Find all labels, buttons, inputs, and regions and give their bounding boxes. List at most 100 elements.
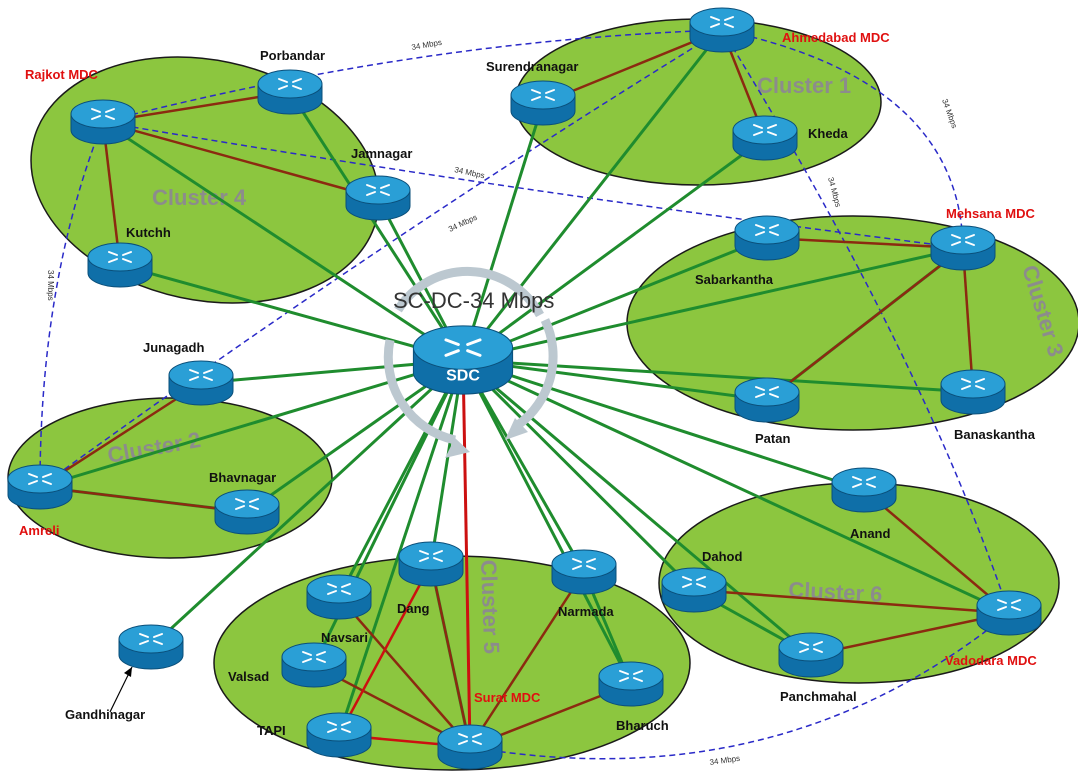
sdc-link-sabarkantha bbox=[462, 236, 768, 362]
node-label-vadodara: Vadodara MDC bbox=[945, 653, 1037, 668]
node-label-dahod: Dahod bbox=[702, 549, 743, 564]
sdc-link-ahmedabad bbox=[461, 29, 724, 361]
sdc-link-bharuch bbox=[461, 359, 633, 685]
router-icon-surat bbox=[437, 724, 503, 770]
router-icon-kutchh bbox=[87, 242, 153, 288]
sdc-link-gandhinagar bbox=[149, 358, 465, 649]
router-icon-banaskantha bbox=[940, 369, 1006, 415]
router-icon-junagadh bbox=[168, 360, 234, 406]
node-label-surat: Surat MDC bbox=[474, 690, 541, 705]
node-label-bhavnagar: Bhavnagar bbox=[209, 470, 276, 485]
router-icon-navsari bbox=[306, 574, 372, 620]
cluster-link-rajkot-kutchh bbox=[101, 121, 122, 266]
gandhinagar-pointer-arrowhead bbox=[124, 667, 132, 677]
sdc-ring-top bbox=[394, 266, 544, 318]
cluster-link-amreli-junagadh bbox=[39, 381, 202, 489]
sdc-ring-arrowhead-left bbox=[445, 438, 470, 458]
node-label-narmada: Narmada bbox=[558, 604, 614, 619]
node-label-valsad: Valsad bbox=[228, 669, 269, 684]
router-icon-dang bbox=[398, 541, 464, 587]
link-speed-label: 34 Mbps bbox=[940, 98, 959, 130]
sdc-link-rajkot bbox=[102, 120, 464, 362]
sdc-ring-right bbox=[515, 318, 558, 429]
cluster-label-c5: Cluster 5 bbox=[476, 559, 504, 654]
wan-link-ahmedabad-mehsana bbox=[721, 29, 964, 249]
router-icon-mehsana bbox=[930, 225, 996, 271]
link-speed-label: 34 Mbps bbox=[709, 754, 741, 767]
router-icon-dahod bbox=[661, 567, 727, 613]
node-label-amreli: Amreli bbox=[19, 523, 59, 538]
sdc-link-porbandar bbox=[288, 91, 465, 361]
node-label-jamnagar: Jamnagar bbox=[351, 146, 412, 161]
node-label-kutchh: Kutchh bbox=[126, 225, 171, 240]
red-link-dang-tapi bbox=[337, 563, 433, 736]
sdc-ring-left bbox=[383, 339, 457, 445]
node-label-gandhinagar: Gandhinagar bbox=[65, 707, 145, 722]
node-label-surendranagar: Surendranagar bbox=[486, 59, 578, 74]
cluster-link-amreli-bhavnagar bbox=[39, 485, 248, 514]
sdc-link-dahod bbox=[461, 358, 696, 592]
node-label-panchmahal: Panchmahal bbox=[780, 689, 857, 704]
node-label-rajkot: Rajkot MDC bbox=[25, 67, 99, 82]
cluster-link-surat-dang bbox=[429, 563, 472, 748]
sdc-link-surat bbox=[461, 359, 472, 748]
sdc-link-kheda bbox=[462, 136, 766, 362]
sdc-link-banaskantha bbox=[462, 358, 974, 394]
sdc-link-patan bbox=[462, 358, 768, 402]
router-icon-rajkot bbox=[70, 99, 136, 145]
router-icon-amreli bbox=[7, 464, 73, 510]
sdc-router-label: SDC bbox=[446, 367, 480, 384]
cluster-link-rajkot-jamnagar bbox=[102, 120, 379, 200]
router-icon-jamnagar bbox=[345, 175, 411, 221]
node-label-banaskantha: Banaskantha bbox=[954, 427, 1036, 442]
sdc-link-narmada bbox=[461, 359, 586, 573]
router-icon-sabarkantha bbox=[734, 215, 800, 261]
sdc-link-vadodara bbox=[462, 358, 1010, 615]
router-icon-tapi bbox=[306, 712, 372, 758]
router-icon-patan bbox=[734, 377, 800, 423]
wan-link-amreli-rajkot bbox=[39, 121, 104, 488]
node-label-dang: Dang bbox=[397, 601, 430, 616]
node-label-mehsana: Mehsana MDC bbox=[946, 206, 1035, 221]
sdc-link-anand bbox=[462, 358, 865, 492]
router-icon-anand bbox=[831, 467, 897, 513]
node-label-ahmedabad: Ahmedabad MDC bbox=[782, 30, 890, 45]
cluster-link-vadodara-dahod bbox=[693, 588, 1010, 615]
router-icon-panchmahal bbox=[778, 632, 844, 678]
sdc-link-mehsana bbox=[462, 246, 964, 362]
cluster-link-surat-narmada bbox=[468, 571, 586, 748]
cluster-label-c1: Cluster 1 bbox=[757, 73, 851, 98]
wan-link-surat-vadodara bbox=[469, 612, 1010, 760]
link-speed-label: 34 Mbps bbox=[826, 176, 843, 208]
sdc-link-surendranagar bbox=[461, 102, 545, 361]
node-label-patan: Patan bbox=[755, 431, 790, 446]
sdc-link-panchmahal bbox=[462, 358, 812, 657]
router-icon-porbandar bbox=[257, 69, 323, 115]
node-label-junagadh: Junagadh bbox=[143, 340, 204, 355]
link-speed-label: 34 Mbps bbox=[454, 165, 486, 180]
sdc-link-kutchh bbox=[119, 263, 464, 362]
wan-link-rajkot-ahmedabad bbox=[102, 29, 723, 123]
router-icon-sdc: SDC bbox=[412, 325, 514, 395]
cluster-link-mehsana-sabarkantha bbox=[766, 236, 964, 250]
sdc-banner-label: SC-DC-34 Mbps bbox=[393, 288, 554, 313]
router-icon-kheda bbox=[732, 115, 798, 161]
sdc-ring-arrowhead-right bbox=[505, 418, 528, 440]
cluster-link-vadodara-anand bbox=[863, 489, 1010, 614]
router-icon-bhavnagar bbox=[214, 489, 280, 535]
router-icon-narmada bbox=[551, 549, 617, 595]
link-speed-label: 34 Mbps bbox=[411, 38, 443, 52]
wan-link-rajkot-mehsana bbox=[102, 121, 964, 249]
node-label-kheda: Kheda bbox=[808, 126, 849, 141]
node-label-bharuch: Bharuch bbox=[616, 718, 669, 733]
node-label-tapi: TAPI bbox=[257, 723, 286, 738]
node-label-navsari: Navsari bbox=[321, 630, 368, 645]
node-label-sabarkantha: Sabarkantha bbox=[695, 272, 774, 287]
cluster-link-surat-navsari bbox=[338, 596, 471, 748]
sdc-link-tapi bbox=[337, 359, 465, 736]
cluster-c3-ellipse bbox=[626, 215, 1078, 431]
cluster-link-mehsana-banaskantha bbox=[961, 247, 975, 393]
node-label-anand: Anand bbox=[850, 526, 891, 541]
